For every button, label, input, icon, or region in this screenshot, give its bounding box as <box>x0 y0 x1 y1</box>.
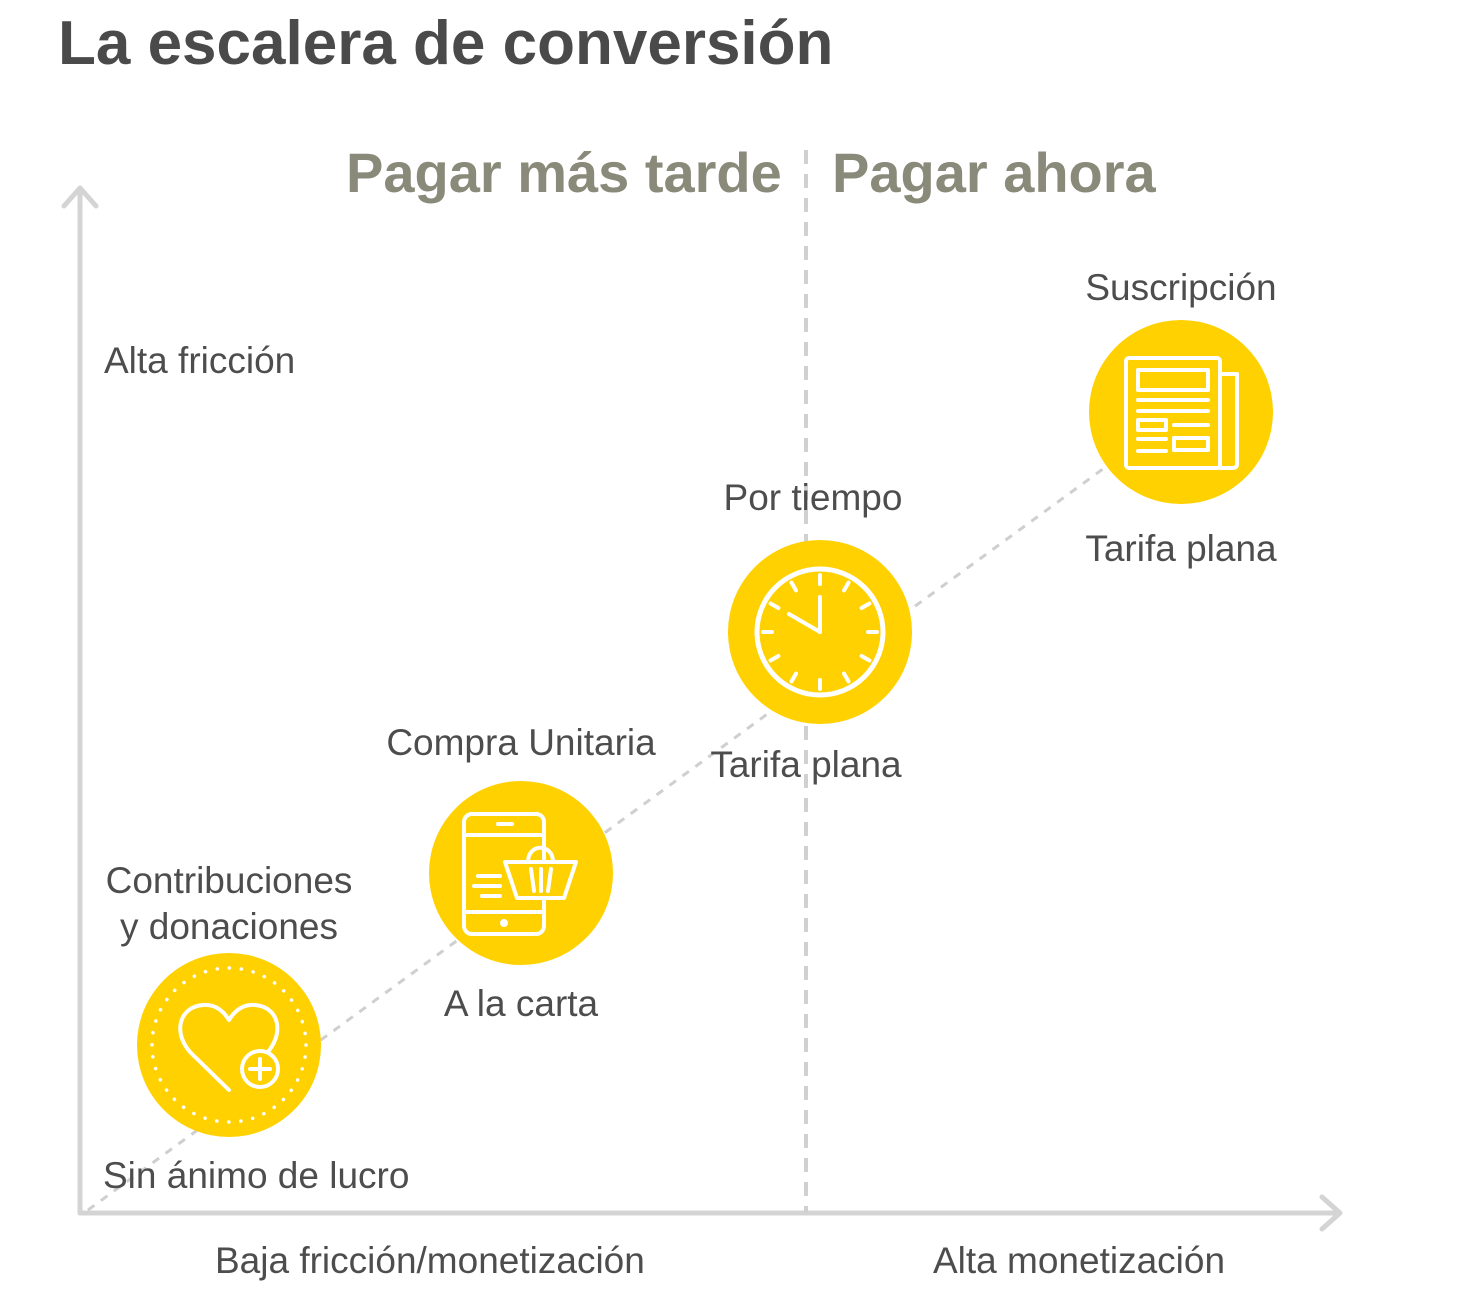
step-circle-subscription <box>1089 320 1273 504</box>
step-bottom-label-time: Tarifa plana <box>710 744 902 785</box>
step-top-label-donations: Contribuciones y donaciones <box>106 858 353 950</box>
step-circle-time <box>728 540 912 724</box>
newspaper-icon <box>1124 356 1239 470</box>
heart-plus-icon <box>150 966 308 1124</box>
phone-basket-icon <box>462 812 578 936</box>
step-top-label-single-purchase: Compra Unitaria <box>386 722 656 763</box>
step-bottom-label-subscription: Tarifa plana <box>1085 528 1277 569</box>
phase-pay-now: Pagar ahora <box>832 141 1156 204</box>
step-top-label-subscription: Suscripción <box>1085 267 1277 308</box>
x-axis-right-label: Alta monetización <box>933 1240 1226 1281</box>
step-bottom-label-donations: Sin ánimo de lucro <box>103 1155 410 1196</box>
phase-pay-later: Pagar más tarde <box>346 141 782 204</box>
step-top-label-line1: Contribuciones <box>105 860 353 901</box>
axes <box>61 185 1343 1232</box>
step-circle-donations <box>137 953 321 1137</box>
x-axis-arrow <box>1319 1194 1343 1232</box>
page-title: La escalera de conversión <box>58 9 834 78</box>
step-circle-single-purchase <box>429 781 613 965</box>
step-bottom-label-single-purchase: A la carta <box>443 983 599 1024</box>
y-axis-arrow <box>61 185 99 209</box>
y-axis-label: Alta fricción <box>104 340 296 381</box>
x-axis-left-label: Baja fricción/monetización <box>215 1240 645 1281</box>
step-top-label-line2: y donaciones <box>119 906 339 947</box>
step-top-label-time: Por tiempo <box>723 477 903 518</box>
clock-icon <box>754 566 886 698</box>
